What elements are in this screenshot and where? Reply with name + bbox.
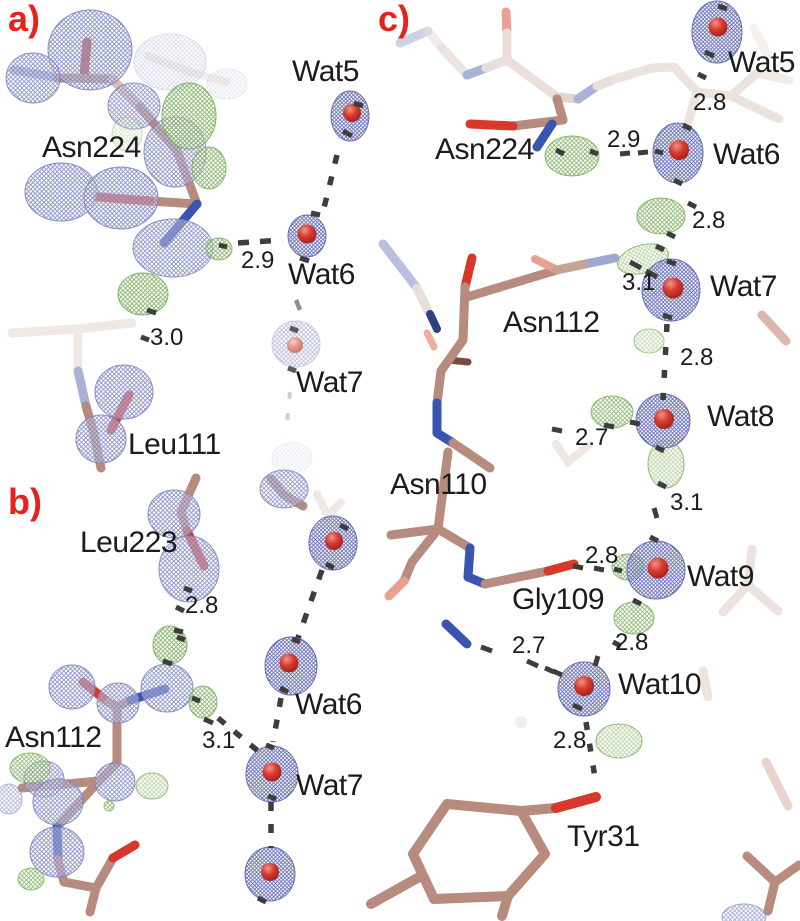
wat5-water-sphere-a — [343, 104, 361, 122]
water-label-a-wat7: Wat7 — [296, 366, 363, 399]
water-label-a-wat6: Wat6 — [288, 258, 355, 291]
distance-label-c-2-8-wat5: 2.8 — [693, 89, 727, 116]
water-label-c-wat10: Wat10 — [618, 668, 702, 701]
residue-label-c-asn110: Asn110 — [390, 468, 487, 501]
water-label-b-wat7: Wat7 — [296, 769, 363, 802]
residue-label-b-leu223: Leu223 — [80, 526, 178, 559]
distance-label-c-2-8-green: 2.8 — [615, 629, 649, 656]
panel-c-label: c) — [378, 0, 411, 39]
distance-label-c-2-7-wat8: 2.7 — [575, 424, 609, 451]
residue-label-a-asn224: Asn224 — [42, 131, 141, 164]
panel-b-label: b) — [8, 481, 42, 522]
distance-label-c-3-1-wat7: 3.1 — [622, 269, 656, 296]
water-label-c-wat8: Wat8 — [707, 400, 774, 433]
panel-c-rendering — [366, 0, 800, 921]
water-label-c-wat9: Wat9 — [687, 560, 754, 593]
panel-a-water-molecules — [271, 90, 370, 368]
wat7-water-sphere-b — [262, 762, 282, 782]
panel-a-fofc-difference-density — [111, 82, 233, 316]
residue-label-b-asn112: Asn112 — [5, 721, 102, 754]
water-label-c-wat7: Wat7 — [710, 270, 777, 303]
panel-a-rendering — [5, 9, 370, 474]
unlabeled-water-sphere-b — [325, 532, 343, 550]
wat6-water-sphere-a — [297, 224, 317, 244]
distance-label-c-2-8-wat7: 2.8 — [680, 344, 714, 371]
wat8-water-sphere-c — [654, 409, 674, 429]
panel-a-label: a) — [8, 0, 41, 39]
distance-label-c-2-8-tyr: 2.8 — [553, 727, 587, 754]
distance-label-b-2-8: 2.8 — [185, 592, 219, 619]
water-label-c-wat6: Wat6 — [713, 138, 780, 171]
panel-c-stick-model — [366, 7, 800, 921]
faint-sphere-c — [515, 716, 527, 728]
distance-label-c-2-8-wat6: 2.8 — [692, 207, 726, 234]
distance-label-c-2-9: 2.9 — [607, 126, 641, 153]
unlabeled-water-sphere-b2 — [261, 863, 279, 881]
distance-label-c-2-7-wat10: 2.7 — [512, 632, 546, 659]
distance-label-c-2-8-wat9: 2.8 — [585, 542, 619, 569]
residue-label-a-leu111: Leu111 — [128, 428, 221, 461]
wat9-water-sphere-c — [647, 557, 669, 579]
panel-b-water-molecules — [244, 515, 358, 902]
distance-label-a-3-0: 3.0 — [150, 324, 184, 351]
panel-c-water-molecules — [515, 0, 767, 921]
water-label-a-wat5: Wat5 — [292, 55, 359, 88]
residue-label-c-tyr31: Tyr31 — [567, 820, 640, 853]
panel-b-rendering — [0, 469, 358, 917]
residue-label-c-asn224: Asn224 — [435, 133, 534, 166]
water-label-b-wat6: Wat6 — [295, 688, 362, 721]
wat6-water-sphere-c — [669, 140, 689, 160]
panel-b-hydrogen-bonds — [162, 522, 350, 905]
residue-label-c-asn112: Asn112 — [503, 306, 600, 339]
wat5-water-sphere-c — [708, 17, 728, 37]
residue-label-c-gly109: Gly109 — [512, 583, 605, 616]
wat10-water-sphere-c — [574, 676, 594, 696]
distance-label-c-3-1-wat9: 3.1 — [670, 489, 704, 516]
panel-c-fofc-difference-density — [544, 135, 686, 759]
edge-density-c — [721, 903, 767, 921]
distance-label-a-2-9: 2.9 — [241, 247, 275, 274]
wat7-water-sphere-a — [287, 337, 303, 353]
panel-a-hydrogen-bonds — [140, 100, 364, 435]
wat6-water-sphere-b — [279, 653, 299, 673]
water-label-c-wat5: Wat5 — [728, 46, 795, 79]
panel-c-hydrogen-bonds — [480, 3, 728, 785]
distance-label-b-3-1: 3.1 — [202, 727, 236, 754]
wat7-water-sphere-c — [662, 277, 684, 299]
